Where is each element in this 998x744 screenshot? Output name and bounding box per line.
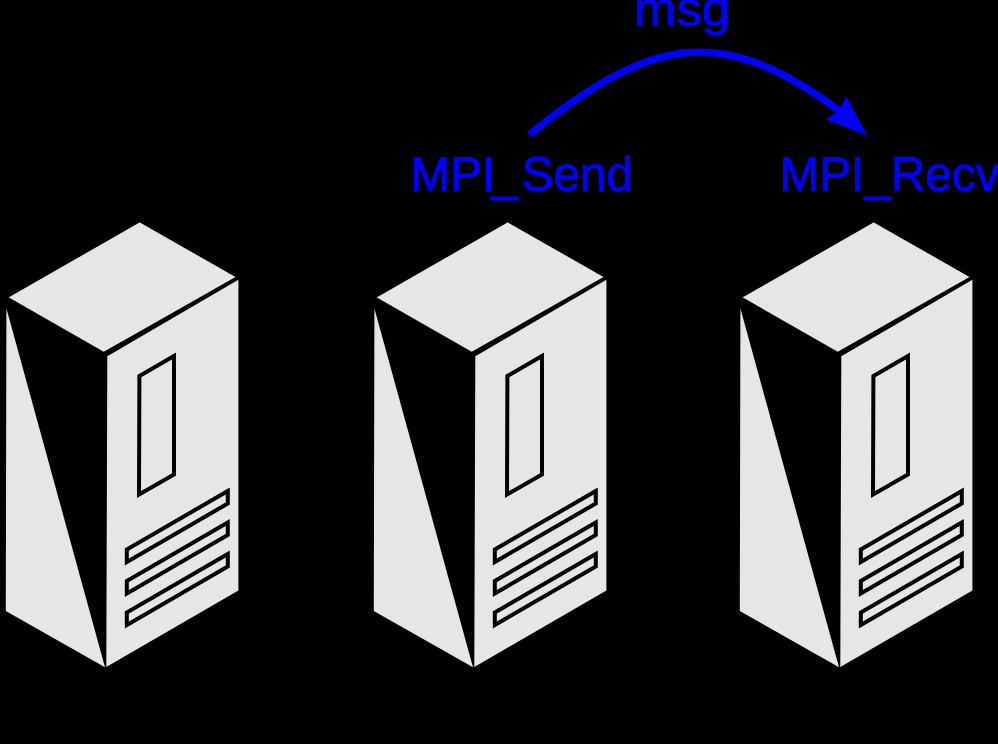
svg-text:MPI_Send: MPI_Send xyxy=(410,148,633,202)
svg-text:MPI_Recv: MPI_Recv xyxy=(780,147,998,201)
svg-text:msg: msg xyxy=(634,0,730,36)
